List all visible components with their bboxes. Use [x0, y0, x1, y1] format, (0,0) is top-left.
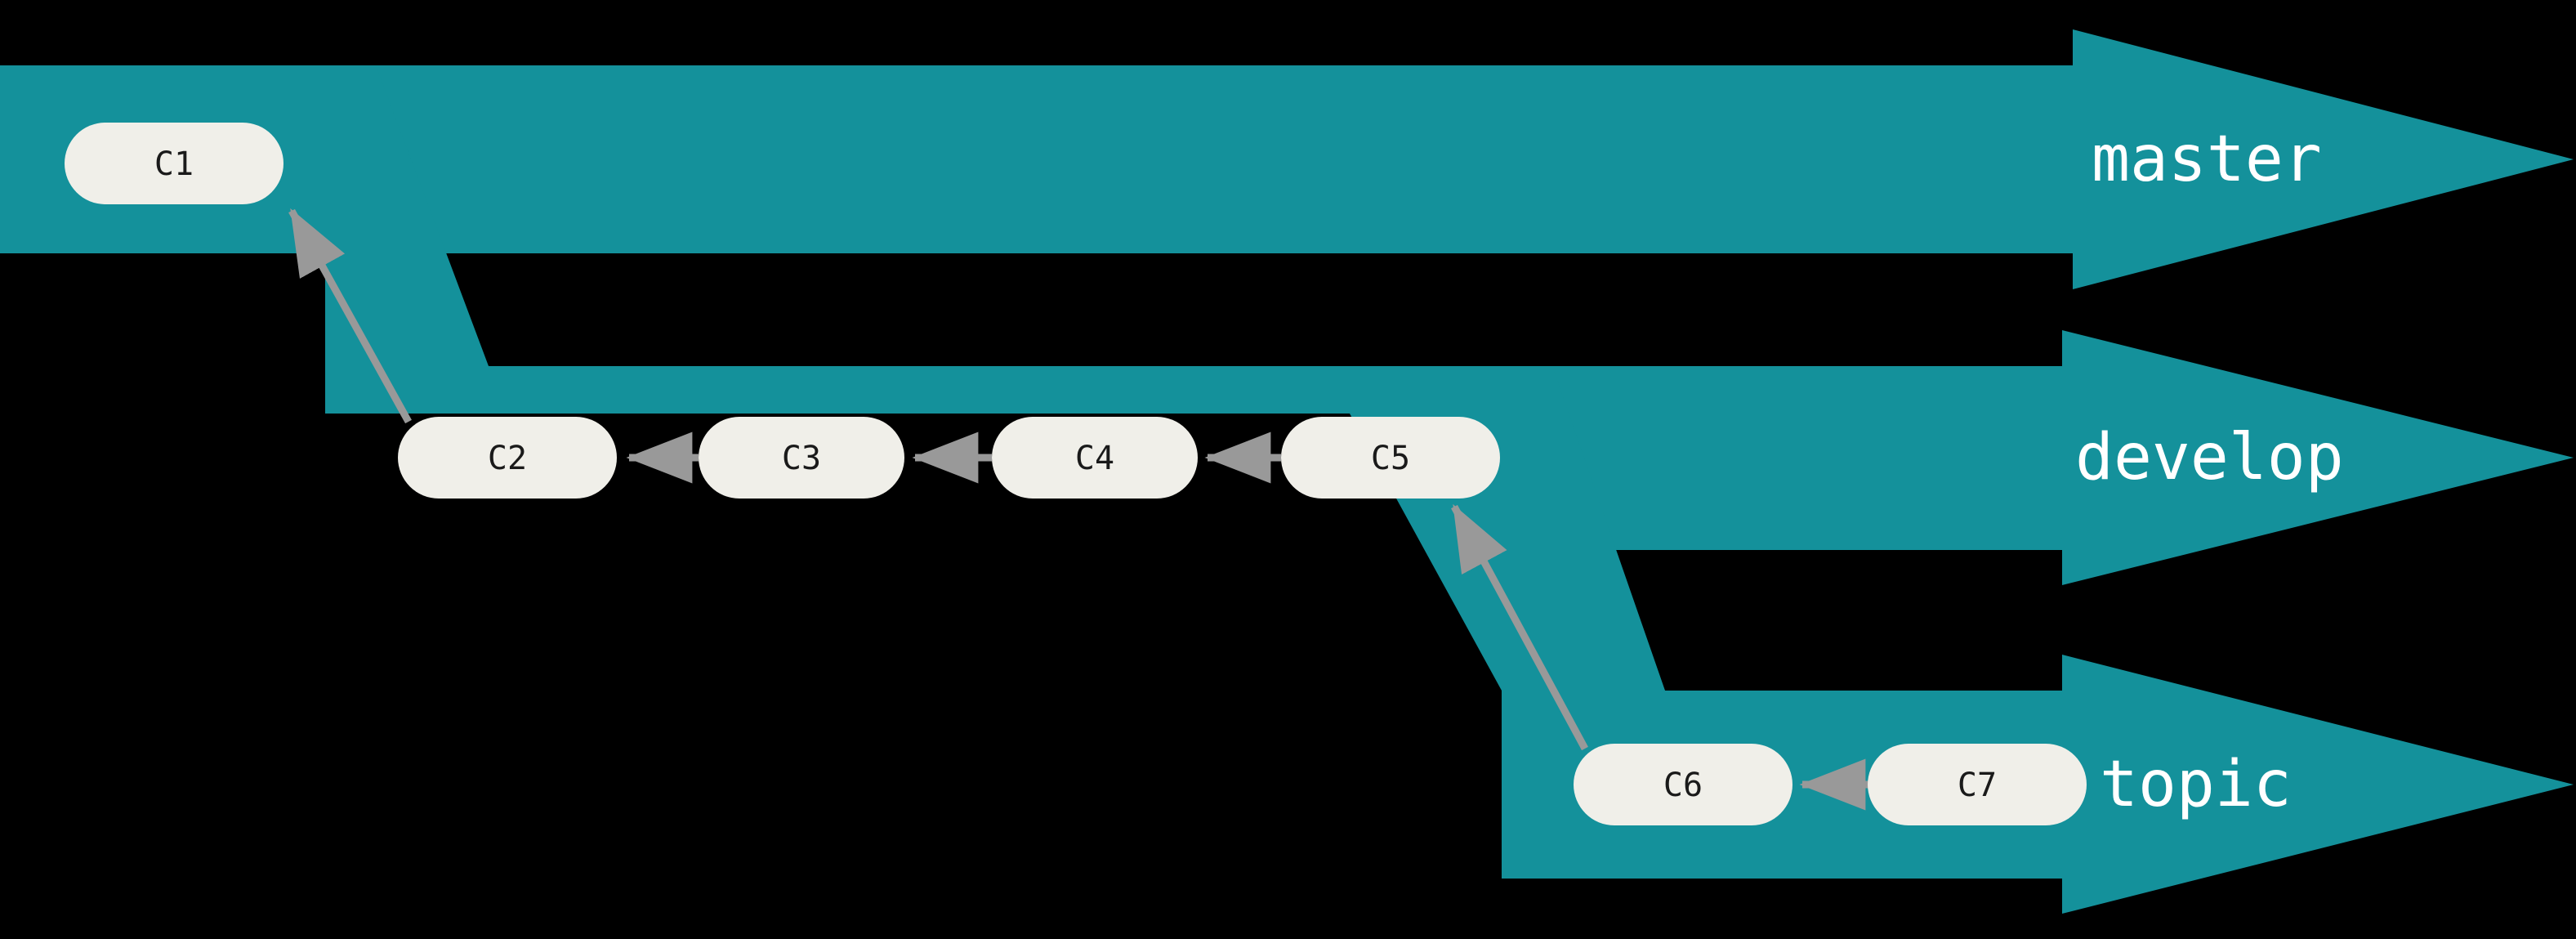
commit-node[interactable]: C1	[65, 123, 283, 204]
commit-node-shape	[992, 417, 1198, 499]
commit-node-shape	[699, 417, 904, 499]
commit-node[interactable]: C5	[1281, 417, 1500, 499]
commit-node-label: C3	[782, 440, 821, 477]
branch-label-develop: develop	[2075, 421, 2344, 494]
commit-node-label: C6	[1663, 767, 1703, 804]
branch-label-master: master	[2092, 123, 2322, 196]
commit-node-shape	[1574, 744, 1792, 825]
commit-node-shape	[1868, 744, 2087, 825]
commit-node-shape	[398, 417, 617, 499]
commit-node[interactable]: C2	[398, 417, 617, 499]
commit-node-label: C7	[1958, 767, 1997, 804]
branch-ribbon-master	[0, 29, 2574, 366]
branch-labels: master develop topic	[2075, 123, 2344, 821]
commit-node[interactable]: C3	[699, 417, 904, 499]
commit-node-label: C5	[1371, 440, 1410, 477]
commit-node[interactable]: C7	[1868, 744, 2087, 825]
branch-ribbon-develop	[212, 65, 2574, 691]
commit-node-label: C2	[488, 440, 527, 477]
commit-edges	[288, 208, 1875, 811]
commit-node-shape	[65, 123, 283, 204]
commit-node-shape	[1281, 417, 1500, 499]
commit-node[interactable]: C6	[1574, 744, 1792, 825]
edge-c2-to-c1	[288, 208, 412, 424]
commit-node-label: C1	[154, 145, 194, 183]
commit-node[interactable]: C4	[992, 417, 1198, 499]
commit-node-label: C4	[1075, 440, 1114, 477]
branch-label-topic: topic	[2100, 748, 2292, 821]
edge-c6-to-c5	[1451, 503, 1588, 751]
